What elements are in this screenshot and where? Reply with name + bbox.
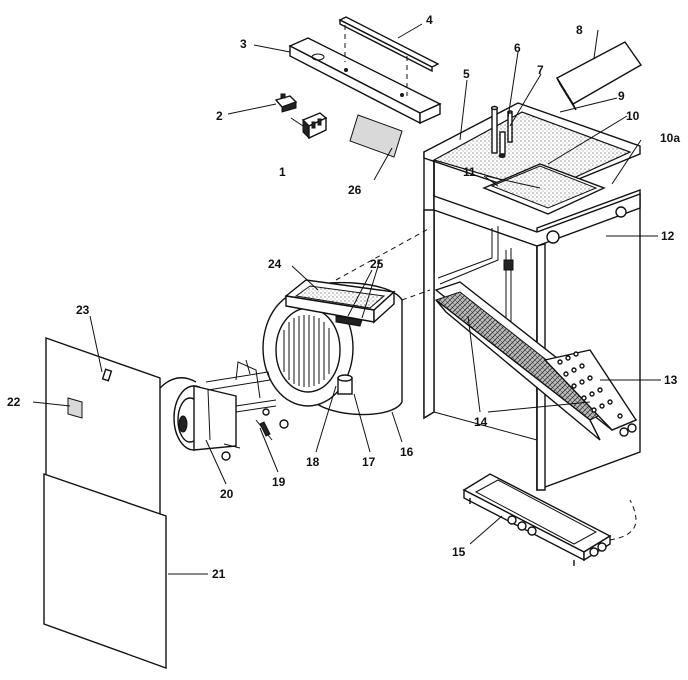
callout-16: 16 [400,445,414,459]
callout-15: 15 [452,545,466,559]
callout-1: 1 [279,165,286,179]
callout-21: 21 [212,567,226,581]
callout-14: 14 [474,415,488,429]
relay-control-part [301,112,328,140]
callout-2: 2 [216,109,223,123]
rating-label [349,114,403,158]
lower-door-panel [43,473,167,669]
small-top-panel [556,41,643,111]
callout-5: 5 [463,67,470,81]
callout-25: 25 [370,257,384,271]
callout-10a: 10a [660,131,680,145]
callout-26: 26 [348,183,362,197]
blower-housing [262,279,403,416]
callout-20: 20 [220,487,234,501]
callout-4: 4 [426,13,433,27]
callout-9: 9 [618,89,625,103]
leader-lines [32,23,661,575]
callout-7: 7 [537,63,544,77]
callout-22: 22 [7,395,21,409]
callout-3: 3 [240,37,247,51]
callout-23: 23 [76,303,90,317]
top-bracket-plate [288,37,442,125]
blower-wheel [283,315,330,387]
alignment-lines [335,227,431,301]
callout-17: 17 [362,455,376,469]
drain-pan [462,473,612,566]
callout-labels: 1 2 3 4 5 6 7 8 9 10 10a 11 12 13 14 15 … [7,13,680,581]
top-strip [338,16,440,96]
callout-24: 24 [268,257,282,271]
callout-18: 18 [306,455,320,469]
coil-tube-ends [557,351,623,419]
callout-19: 19 [272,475,286,489]
callout-6: 6 [514,41,521,55]
callout-11: 11 [463,165,476,179]
blower-motor [159,359,289,461]
callout-10: 10 [626,109,640,123]
callout-13: 13 [664,373,678,387]
small-switch-part [274,93,298,113]
top-rods [490,105,513,158]
cabinet [423,102,641,541]
callout-8: 8 [576,23,583,37]
callout-12: 12 [661,229,675,243]
motor-mount-spring [255,408,273,441]
